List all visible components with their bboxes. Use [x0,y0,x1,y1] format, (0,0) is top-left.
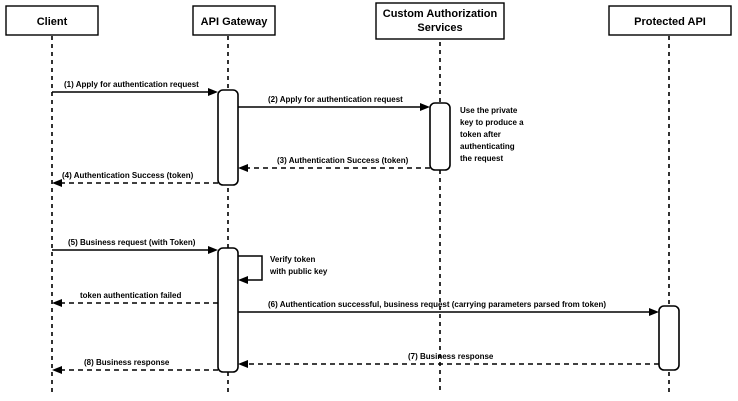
message-8-group[interactable]: (8) Business response [52,358,218,374]
participant-label-api-gateway: API Gateway [201,16,269,28]
note-private-key-line-5: the request [460,154,503,163]
message-5-group[interactable]: (5) Business request (with Token) [52,238,218,254]
message-1-group[interactable]: (1) Apply for authentication request [52,80,218,96]
message-token-auth-failed-arrowhead [52,299,62,307]
message-5-label: (5) Business request (with Token) [68,238,196,247]
message-6-group[interactable]: (6) Authentication successful, business … [238,300,659,316]
participant-label-custom-authorization-services-line1: Custom Authorization [383,8,498,20]
message-4-group[interactable]: (4) Authentication Success (token) [52,171,218,187]
message-2-group[interactable]: (2) Apply for authentication request [238,95,430,111]
message-3-group[interactable]: (3) Authentication Success (token) [238,156,430,172]
message-6-arrowhead [649,308,659,316]
message-8-label: (8) Business response [84,358,170,367]
message-7-label: (7) Business response [408,352,494,361]
message-3-label: (3) Authentication Success (token) [277,156,409,165]
participant-box-protected-api[interactable] [608,5,732,36]
message-6-label: (6) Authentication successful, business … [268,300,606,309]
message-token-auth-failed-group[interactable]: token authentication failed [52,291,218,307]
lifelines-group [51,36,670,394]
note-private-key: Use the private key to produce a token a… [460,106,524,163]
participant-box-client[interactable] [5,5,99,36]
message-5-arrowhead [208,246,218,254]
message-7-arrowhead [238,360,248,368]
activation-custom-authorization-services [429,102,451,171]
message-4-label: (4) Authentication Success (token) [62,171,194,180]
message-3-arrowhead [238,164,248,172]
message-self-verify-token-label-line2: with public key [269,267,328,276]
activation-api-gateway-business [217,247,239,373]
message-self-verify-token-group[interactable]: Verify token with public key [238,255,328,284]
message-1-arrowhead [208,88,218,96]
participant-headers-group: Client API Gateway Custom Authorization … [5,2,732,40]
message-2-label: (2) Apply for authentication request [268,95,403,104]
note-private-key-line-3: token after [460,130,501,139]
activation-protected-api [658,305,680,371]
message-self-verify-token-line [238,255,263,281]
participant-label-client: Client [37,16,68,28]
participant-label-custom-authorization-services-line2: Services [417,22,462,34]
activation-api-gateway-auth [217,89,239,186]
message-7-group[interactable]: (7) Business response [238,352,659,368]
note-private-key-line-4: authenticating [460,142,515,151]
message-self-verify-token-label-line1: Verify token [270,255,315,264]
participant-box-custom-authorization-services[interactable] [375,2,505,40]
participant-box-api-gateway[interactable] [192,5,276,36]
message-self-verify-token-arrowhead [238,276,248,284]
message-2-arrowhead [420,103,430,111]
note-private-key-line-1: Use the private [460,106,518,115]
activations-group [217,89,680,373]
participant-label-protected-api: Protected API [634,16,706,28]
message-8-arrowhead [52,366,62,374]
note-private-key-line-2: key to produce a [460,118,524,127]
message-1-label: (1) Apply for authentication request [64,80,199,89]
message-4-arrowhead [52,179,62,187]
message-token-auth-failed-label: token authentication failed [80,291,181,300]
